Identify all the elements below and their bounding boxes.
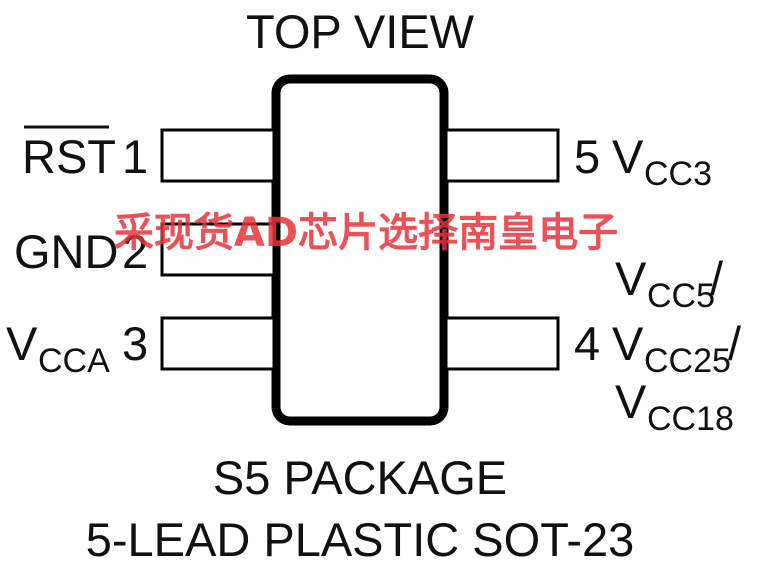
pin-3-name: V	[6, 317, 38, 370]
pin-4-lead	[444, 316, 560, 371]
pin-5-label: 5 V CC3	[574, 130, 712, 193]
pin-4-alt-name-2-subscript: CC18	[647, 400, 734, 438]
pin-5-lead	[444, 128, 560, 183]
pin-3-lead	[160, 316, 276, 371]
pin-3-number: 3	[122, 317, 148, 370]
pin-5-name: V	[612, 130, 644, 183]
pin-4-number: 4	[574, 317, 600, 370]
pin-4-separator: /	[710, 252, 724, 305]
pin-1-number: 1	[122, 130, 148, 183]
pin-2-label: GND 2	[14, 225, 148, 278]
pin-2-number: 2	[122, 225, 148, 278]
pin-4-alt-name-1-suffix: /	[728, 317, 742, 370]
pin-1-label: RST 1	[22, 125, 148, 183]
pin-4-name-subscript: CC5	[647, 277, 715, 315]
pin-5-number: 5	[574, 130, 600, 183]
pin-4-alt-name-1-subscript: CC25	[644, 342, 731, 380]
pin-5-name-subscript: CC3	[644, 155, 712, 193]
pin-4-label: V CC5 / 4 V CC25 / V CC18	[574, 252, 742, 438]
pin-1-name: RST	[22, 130, 116, 183]
package-body	[271, 74, 449, 426]
pin-3-name-subscript: CCA	[38, 342, 110, 380]
pin-2-name: GND	[14, 225, 118, 278]
diagram-title: TOP VIEW	[246, 5, 475, 58]
pin-1-lead	[160, 128, 276, 183]
package-name: S5 PACKAGE	[213, 451, 507, 504]
pin-2-lead	[160, 222, 276, 277]
pin-4-name: V	[615, 252, 647, 305]
pin-3-label: V CCA 3	[6, 317, 148, 380]
watermark-text: 采现货AD芯片选择南皇电子	[114, 210, 618, 256]
pin-4-alt-name-2: V	[615, 375, 647, 428]
pin-4-alt-name-1: V	[612, 317, 644, 370]
package-description: 5-LEAD PLASTIC SOT-23	[86, 513, 635, 566]
